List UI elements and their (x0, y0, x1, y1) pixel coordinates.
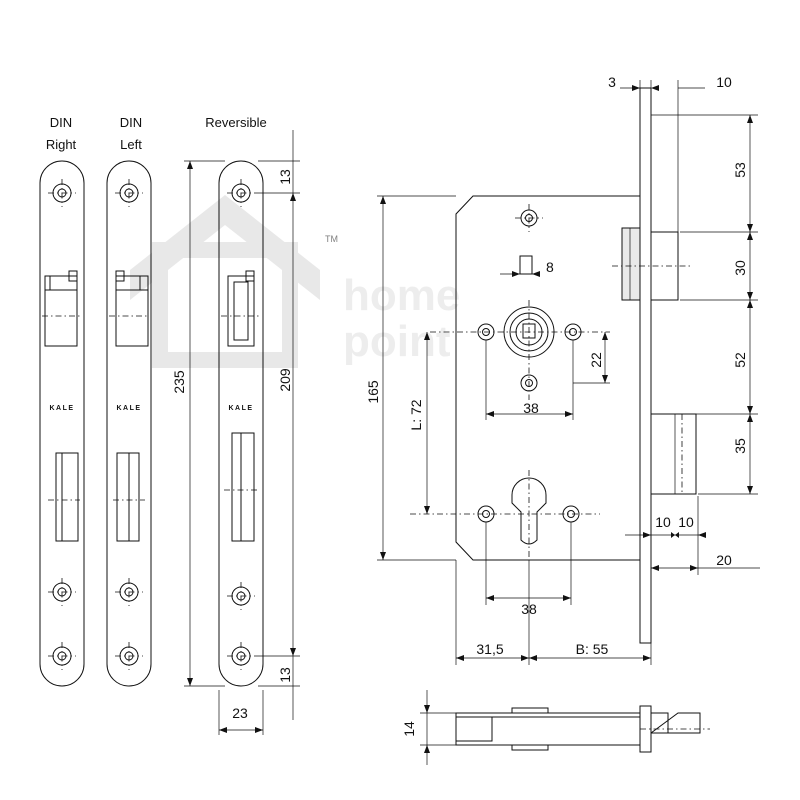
dim-plate-width: 23 (232, 705, 248, 721)
brand-logo-reversible: KALE (228, 405, 253, 412)
faceplate-reversible: KALE (218, 160, 264, 687)
dim-handle-offset: 22 (588, 352, 604, 368)
dim-bolt-b: 10 (678, 514, 694, 530)
dim-spindle: 8 (546, 259, 554, 275)
dim-mid: 52 (732, 352, 748, 368)
lock-top-view (420, 690, 710, 765)
plate-dimensions (184, 130, 300, 735)
dim-bolt: 35 (732, 438, 748, 454)
dim-cylinder-holes: 38 (521, 601, 537, 617)
dim-body-height: 165 (365, 380, 381, 404)
dim-bolt-throw: 20 (716, 552, 732, 568)
dim-backset: B: 55 (576, 641, 609, 657)
dim-handle-holes: 38 (523, 400, 539, 416)
watermark-logo: home point TM (130, 195, 460, 368)
brand-logo-din-left: KALE (116, 405, 141, 412)
din-right-heading-line1: DIN (50, 115, 72, 130)
watermark-line1: home (343, 271, 460, 320)
dim-centre-distance: L: 72 (408, 399, 424, 430)
dim-thickness: 14 (401, 721, 417, 737)
dim-top-offset: 13 (277, 169, 293, 185)
dim-bolt-a: 10 (655, 514, 671, 530)
dim-hole-span: 209 (277, 368, 293, 392)
reversible-heading: Reversible (205, 115, 266, 130)
dim-top: 53 (732, 162, 748, 178)
dim-offset-left: 31,5 (476, 641, 503, 657)
brand-logo-din-right: KALE (49, 405, 74, 412)
faceplate-din-left: KALE (106, 160, 152, 687)
din-left-heading-line1: DIN (120, 115, 142, 130)
din-left-heading-line2: Left (120, 137, 142, 152)
lock-dimension-lines (377, 80, 760, 665)
dim-latch: 30 (732, 260, 748, 276)
dim-faceplate: 3 (608, 74, 616, 90)
faceplate-din-right: KALE (39, 160, 85, 687)
din-right-heading-line2: Right (46, 137, 77, 152)
watermark-line2: point (343, 317, 451, 366)
dim-latch-projection: 10 (716, 74, 732, 90)
dim-bottom-offset: 13 (277, 667, 293, 683)
dim-total-length: 235 (171, 370, 187, 394)
lock-body (410, 87, 697, 644)
watermark-tm: TM (325, 234, 338, 244)
